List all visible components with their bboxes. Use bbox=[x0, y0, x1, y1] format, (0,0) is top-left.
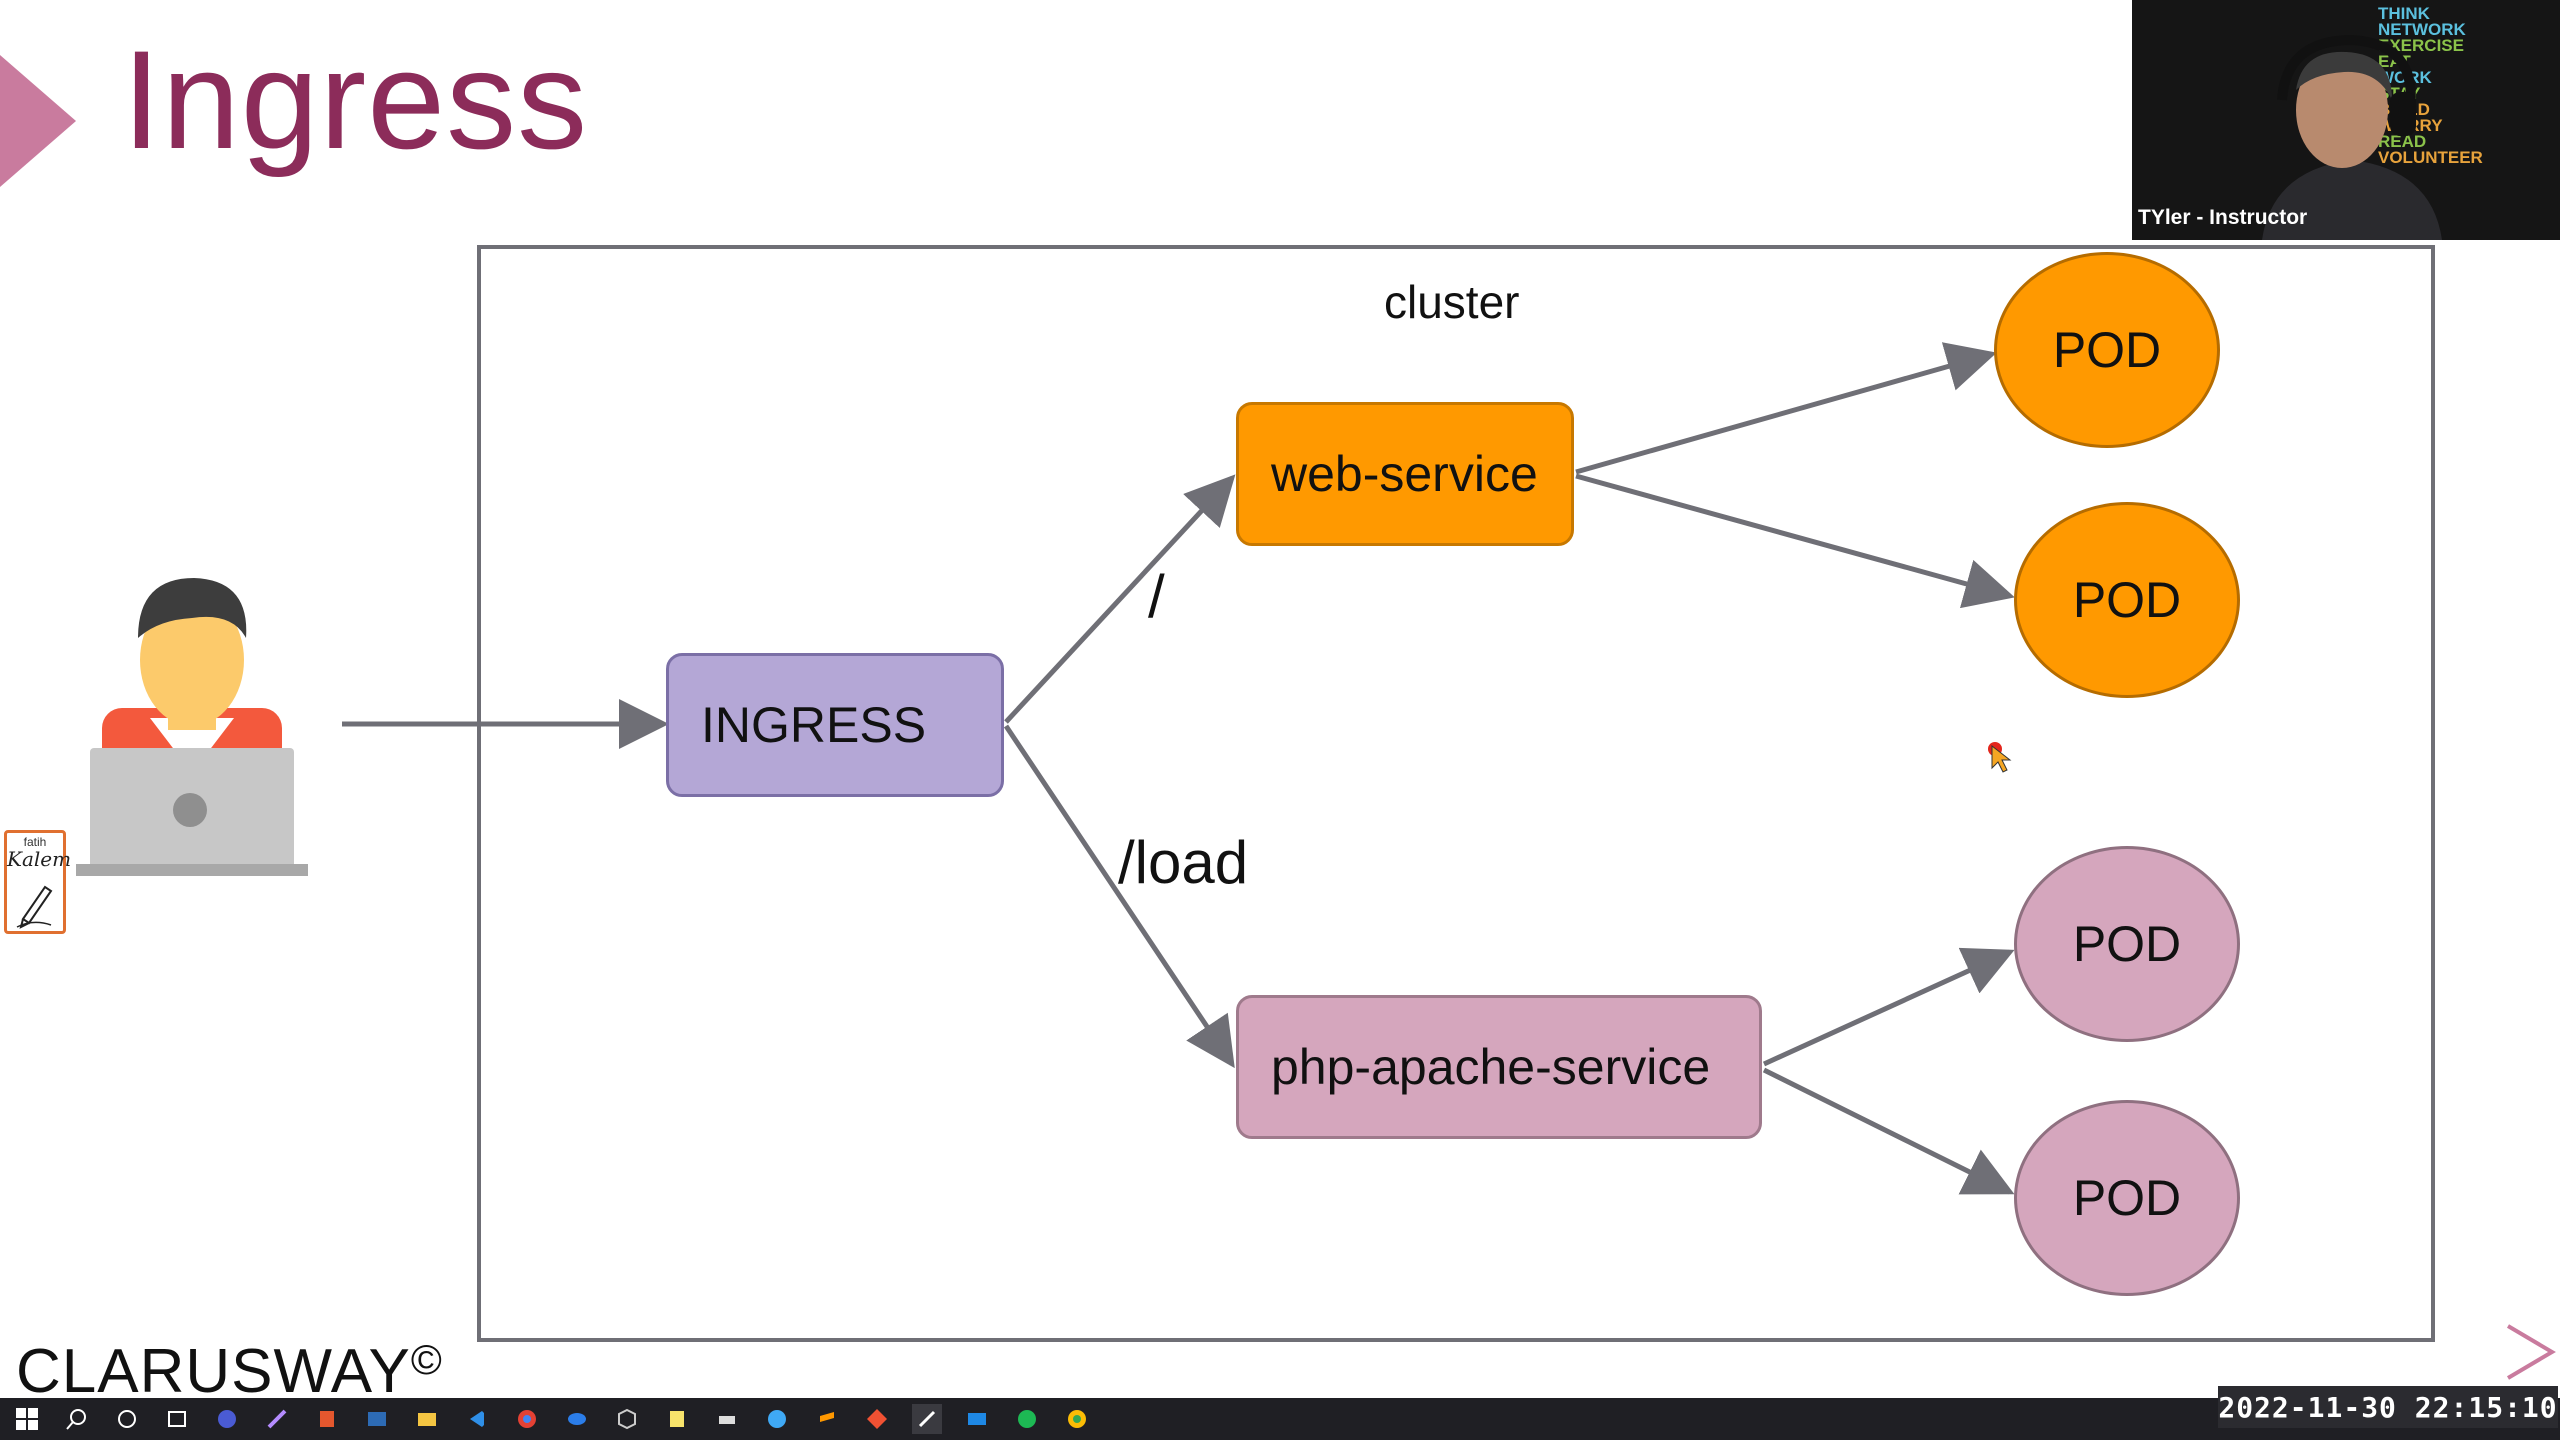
edge-web-pod2 bbox=[1575, 473, 2015, 609]
route-root-label: / bbox=[1148, 563, 1165, 630]
route-load-label: /load bbox=[1118, 829, 1249, 896]
pen-icon bbox=[16, 885, 53, 929]
box-icon[interactable] bbox=[612, 1404, 642, 1434]
notes-icon[interactable] bbox=[662, 1404, 692, 1434]
motto-word: THINK bbox=[2378, 4, 2430, 23]
search-icon[interactable] bbox=[62, 1404, 92, 1434]
powershell-icon[interactable] bbox=[362, 1404, 392, 1434]
app-icon[interactable] bbox=[212, 1404, 242, 1434]
office-icon[interactable] bbox=[312, 1404, 342, 1434]
pen-icon[interactable] bbox=[912, 1404, 942, 1434]
globe-icon[interactable] bbox=[762, 1404, 792, 1434]
pod-node: POD bbox=[2014, 1100, 2240, 1296]
spotify-icon[interactable] bbox=[1012, 1404, 1042, 1434]
title-accent-triangle bbox=[0, 55, 76, 187]
cluster-label: cluster bbox=[1384, 276, 1520, 328]
mouse-cursor-icon bbox=[1988, 742, 2012, 773]
brand-copyright: © bbox=[410, 1336, 443, 1383]
task-view-icon[interactable] bbox=[162, 1404, 192, 1434]
mail-icon[interactable] bbox=[962, 1404, 992, 1434]
brand-logo: CLARUSWAY© bbox=[16, 1336, 443, 1407]
cluster-box bbox=[477, 245, 2435, 1342]
git-icon[interactable] bbox=[862, 1404, 892, 1434]
file-explorer-icon[interactable] bbox=[412, 1404, 442, 1434]
pen-tool-widget[interactable]: fatih Kalem bbox=[4, 830, 72, 934]
participant-name: TYler - Instructor bbox=[2138, 206, 2308, 229]
motto-word: NETWORK bbox=[2378, 20, 2466, 39]
web-service-node: web-service bbox=[1236, 402, 1574, 546]
diagram-edges bbox=[342, 342, 2015, 1195]
sublime-icon[interactable] bbox=[812, 1404, 842, 1434]
cortana-icon[interactable] bbox=[112, 1404, 142, 1434]
brand-name: CLARUSWAY bbox=[16, 1337, 411, 1406]
windows-taskbar bbox=[0, 1398, 2560, 1440]
chrome-icon[interactable] bbox=[512, 1404, 542, 1434]
feather-icon[interactable] bbox=[262, 1404, 292, 1434]
motto-word: EXERCISE bbox=[2378, 36, 2464, 55]
tool-label-script: Kalem bbox=[7, 847, 72, 871]
php-apache-service-node: php-apache-service bbox=[1236, 995, 1762, 1139]
windows-start-icon[interactable] bbox=[12, 1404, 42, 1434]
motto-word: READ bbox=[2378, 132, 2427, 151]
network-icon[interactable] bbox=[712, 1404, 742, 1434]
motto-word: VOLUNTEER bbox=[2378, 148, 2483, 167]
vscode-icon[interactable] bbox=[462, 1404, 492, 1434]
edge-ingress-web bbox=[1004, 474, 1236, 724]
app-icon[interactable] bbox=[562, 1404, 592, 1434]
slide-title: Ingress bbox=[122, 21, 589, 178]
edge-web-pod1 bbox=[1575, 342, 1997, 475]
pod-node: POD bbox=[2014, 846, 2240, 1042]
pod-node: POD bbox=[2014, 502, 2240, 698]
user-with-laptop-icon bbox=[76, 578, 308, 876]
instructor-video-feed bbox=[2262, 34, 2442, 240]
ingress-node: INGRESS bbox=[666, 653, 1004, 797]
recording-timestamp: 2022-11-30 22:15:10 bbox=[2218, 1386, 2558, 1428]
edge-ingress-php bbox=[1003, 724, 1235, 1069]
video-participant-tile[interactable]: THINK NETWORK EXERCISE EAT WORK STAY BUI… bbox=[2132, 0, 2560, 240]
pod-node: POD bbox=[1994, 252, 2220, 448]
edge-php-pod3 bbox=[1762, 947, 2015, 1067]
tool-label-small: fatih bbox=[23, 835, 47, 849]
edge-php-pod4 bbox=[1762, 1067, 2015, 1195]
chrome-icon[interactable] bbox=[1062, 1404, 1092, 1434]
next-slide-icon[interactable] bbox=[2500, 1306, 2560, 1396]
